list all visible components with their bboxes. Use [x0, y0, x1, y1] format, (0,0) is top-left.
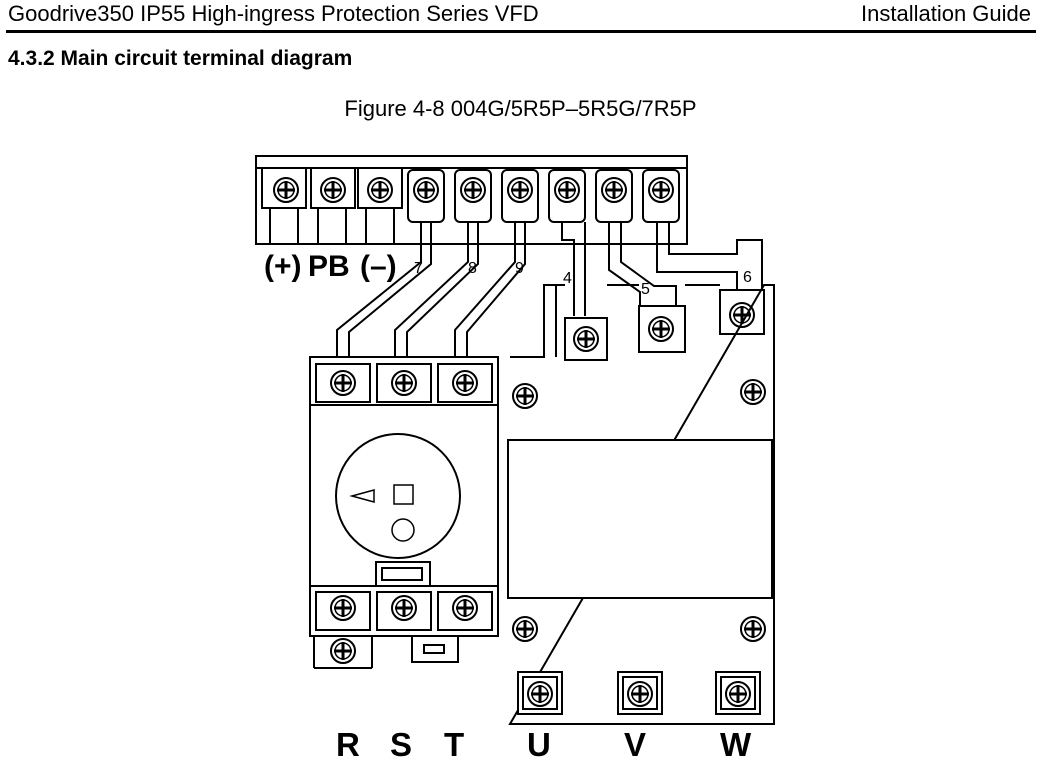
- wire-number-9: 9: [515, 260, 524, 277]
- wire-number-8: 8: [468, 260, 477, 277]
- diagram-labels: (+) PB (–) 7 8 9 4 5 6 R S T U V W: [264, 250, 752, 763]
- label-r: R: [336, 726, 360, 763]
- wires-input: [336, 222, 526, 358]
- wires-output: [561, 222, 763, 318]
- label-v: V: [624, 726, 646, 763]
- output-lugs: [564, 289, 765, 361]
- circuit-breaker: [309, 356, 499, 669]
- header-rule: [6, 30, 1036, 33]
- section-title: 4.3.2 Main circuit terminal diagram: [8, 47, 353, 70]
- figure-caption: Figure 4-8 004G/5R5P–5R5G/7R5P: [344, 96, 697, 121]
- label-w: W: [720, 726, 752, 763]
- wire-number-5: 5: [641, 281, 650, 298]
- terminal-strip: [255, 155, 688, 245]
- wire-number-4: 4: [563, 270, 572, 287]
- output-module: [507, 284, 775, 725]
- label-u: U: [527, 726, 551, 763]
- header-section-name: Installation Guide: [861, 1, 1031, 26]
- label-s: S: [390, 726, 412, 763]
- wire-number-7: 7: [414, 260, 423, 277]
- label-minus: (–): [360, 250, 397, 283]
- label-t: T: [444, 726, 464, 763]
- label-pb: PB: [308, 250, 350, 283]
- wire-number-6: 6: [743, 269, 752, 286]
- label-plus: (+): [264, 250, 302, 283]
- header-doc-title: Goodrive350 IP55 High-ingress Protection…: [8, 1, 539, 26]
